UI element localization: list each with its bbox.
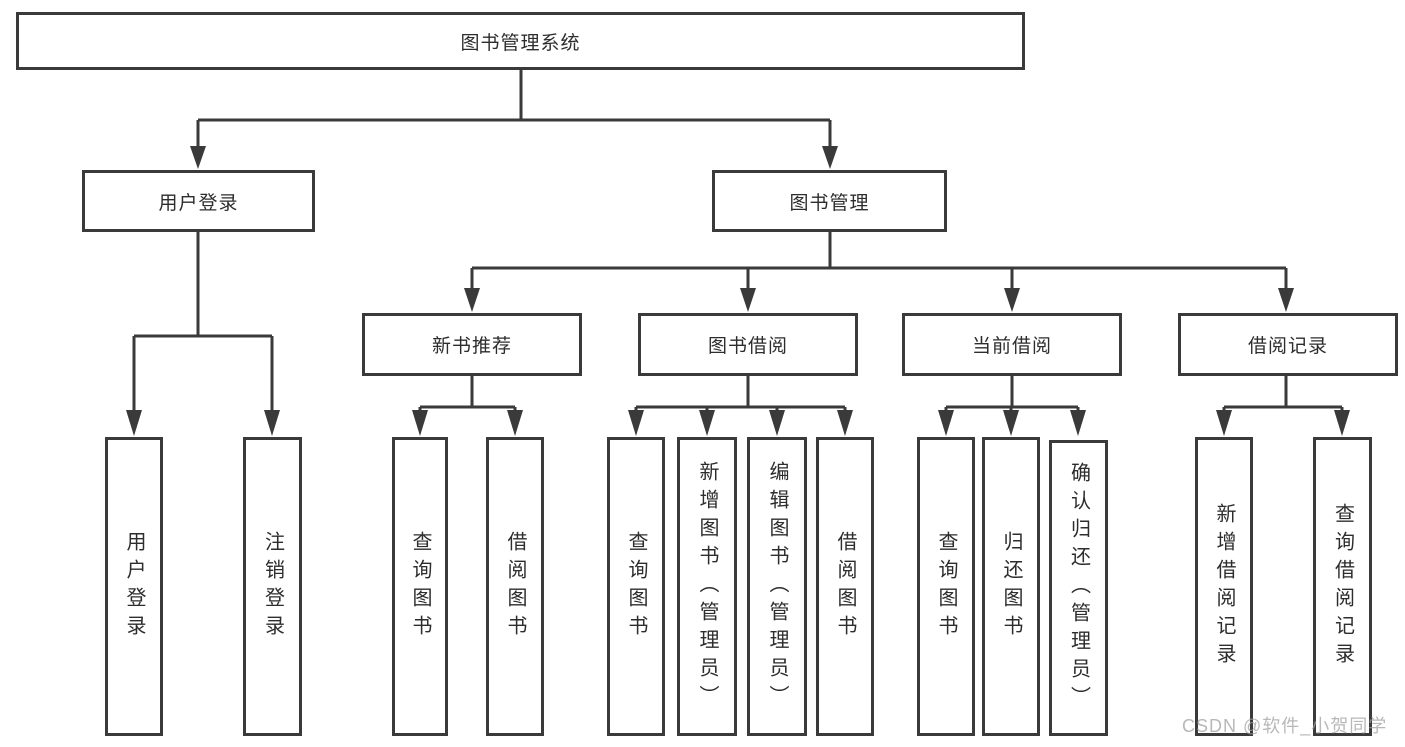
leaf-add-books-admin-label: 新增图书（管理员） xyxy=(696,460,718,713)
leaf-user-login: 用户登录 xyxy=(105,437,163,736)
node-user-login: 用户登录 xyxy=(82,170,315,232)
leaf-add-borrow-record-label: 新增借阅记录 xyxy=(1213,502,1235,671)
leaf-add-books-admin: 新增图书（管理员） xyxy=(677,437,737,736)
node-new-book-recommend: 新书推荐 xyxy=(362,313,582,376)
leaf-borrow-books-recommend: 借阅图书 xyxy=(486,437,544,736)
node-book-management: 图书管理 xyxy=(712,170,947,232)
leaf-borrow-books-label: 借阅图书 xyxy=(834,530,856,643)
node-book-borrowing: 图书借阅 xyxy=(638,313,858,376)
leaf-edit-books-admin-label: 编辑图书（管理员） xyxy=(766,460,788,713)
leaf-query-books-recommend-label: 查询图书 xyxy=(409,530,431,643)
leaf-query-borrow-record-label: 查询借阅记录 xyxy=(1331,502,1354,671)
node-borrowing-records: 借阅记录 xyxy=(1178,313,1398,376)
leaf-query-books-borrowing-label: 查询图书 xyxy=(625,530,647,643)
leaf-query-books-current: 查询图书 xyxy=(917,437,975,736)
leaf-confirm-return-admin: 确认归还（管理员） xyxy=(1049,440,1108,736)
node-root: 图书管理系统 xyxy=(16,12,1025,70)
leaf-return-books: 归还图书 xyxy=(982,437,1040,736)
leaf-query-borrow-record: 查询借阅记录 xyxy=(1313,437,1372,736)
csdn-watermark: CSDN @软件_小贺同学 xyxy=(1182,716,1388,736)
leaf-query-books-recommend: 查询图书 xyxy=(392,437,448,736)
leaf-logout: 注销登录 xyxy=(243,437,302,736)
leaf-edit-books-admin: 编辑图书（管理员） xyxy=(747,437,807,736)
leaf-user-login-label: 用户登录 xyxy=(123,530,145,643)
leaf-query-books-borrowing: 查询图书 xyxy=(607,437,665,736)
leaf-borrow-books: 借阅图书 xyxy=(816,437,874,736)
node-current-borrowing: 当前借阅 xyxy=(902,313,1122,376)
leaf-confirm-return-admin-label: 确认归还（管理员） xyxy=(1067,462,1090,714)
leaf-add-borrow-record: 新增借阅记录 xyxy=(1195,437,1253,736)
leaf-logout-label: 注销登录 xyxy=(261,530,284,643)
leaf-return-books-label: 归还图书 xyxy=(1000,530,1022,643)
leaf-borrow-books-recommend-label: 借阅图书 xyxy=(504,530,526,643)
leaf-query-books-current-label: 查询图书 xyxy=(935,530,957,643)
